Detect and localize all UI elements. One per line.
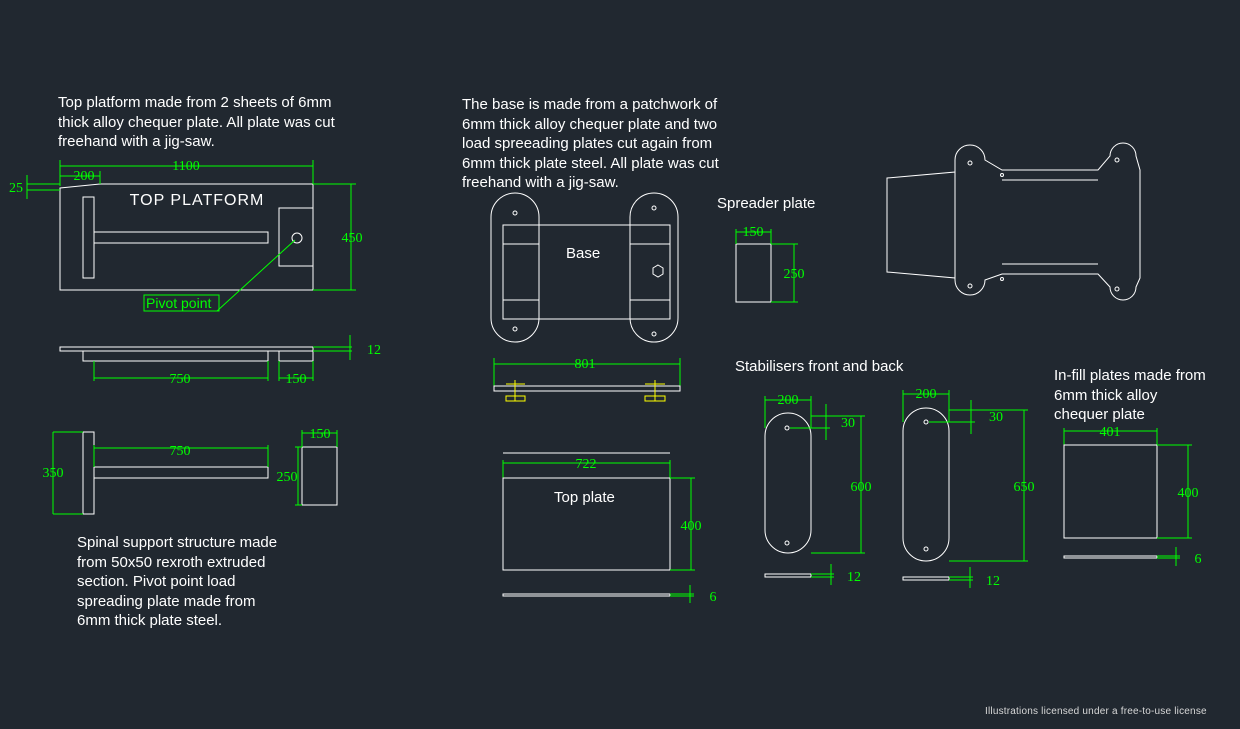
dim-200-stab1: 200 <box>778 393 799 408</box>
dim-25: 25 <box>9 181 23 196</box>
pivot-point-label: Pivot point <box>146 295 211 311</box>
note-spinal-support: Spinal support structure made from 50x50… <box>77 534 278 629</box>
note-infill-plates: In-fill plates made from 6mm thick alloy… <box>1054 367 1206 423</box>
dim-150-spine: 150 <box>310 427 331 442</box>
dim-200-stab2: 200 <box>916 387 937 402</box>
dim-650-stab2: 650 <box>1014 480 1035 495</box>
base-plan: Base <box>490 192 679 343</box>
dim-600-stab1: 600 <box>851 480 872 495</box>
top-plate-label: Top plate <box>554 489 615 506</box>
top-plate: 722 Top plate 400 6 <box>502 452 717 605</box>
dim-150: 150 <box>286 372 307 387</box>
spinal-support: 350 750 150 250 <box>43 427 338 515</box>
dim-6-infill: 6 <box>1195 552 1202 567</box>
top-platform-side: 12 750 150 <box>59 335 381 387</box>
dim-12-stab1: 12 <box>847 570 861 585</box>
dim-200: 200 <box>74 169 95 184</box>
spreader-plate-label: Spreader plate <box>717 195 815 212</box>
dim-450: 450 <box>342 231 363 246</box>
dim-722: 722 <box>576 457 597 472</box>
dim-1100: 1100 <box>172 159 199 174</box>
dim-400-top-plate: 400 <box>681 519 702 534</box>
note-base: The base is made from a patchwork of 6mm… <box>462 96 719 191</box>
base-assembled-outline <box>886 142 1141 301</box>
dim-12-stab2: 12 <box>986 574 1000 589</box>
base-label: Base <box>566 245 600 262</box>
dim-12: 12 <box>367 343 381 358</box>
stabilisers-label: Stabilisers front and back <box>735 358 904 375</box>
dim-30-stab1: 30 <box>841 416 855 431</box>
dim-400-infill: 400 <box>1178 486 1199 501</box>
dim-750-spine: 750 <box>170 444 191 459</box>
stabilisers: Stabilisers front and back 200 30 600 12… <box>735 358 1035 589</box>
dim-401: 401 <box>1100 425 1121 440</box>
note-top-platform: Top platform made from 2 sheets of 6mm t… <box>58 94 335 150</box>
dim-250-spreader: 250 <box>784 267 805 282</box>
base-side: 801 <box>493 357 681 402</box>
dim-350: 350 <box>43 466 64 481</box>
dim-30-stab2: 30 <box>989 410 1003 425</box>
watermark: Illustrations licensed under a free-to-u… <box>985 706 1207 717</box>
top-platform-title: TOP PLATFORM <box>130 192 265 209</box>
dim-250-spine: 250 <box>277 470 298 485</box>
dim-150-spreader: 150 <box>743 225 764 240</box>
infill-plates: 401 400 6 <box>1063 425 1202 567</box>
dim-801: 801 <box>575 357 596 372</box>
top-platform-plan: TOP PLATFORM Pivot point 1100 200 25 450 <box>9 159 363 312</box>
dim-6-top-plate: 6 <box>710 590 717 605</box>
dim-750: 750 <box>170 372 191 387</box>
spreader-plate: Spreader plate 150 250 <box>717 195 815 303</box>
